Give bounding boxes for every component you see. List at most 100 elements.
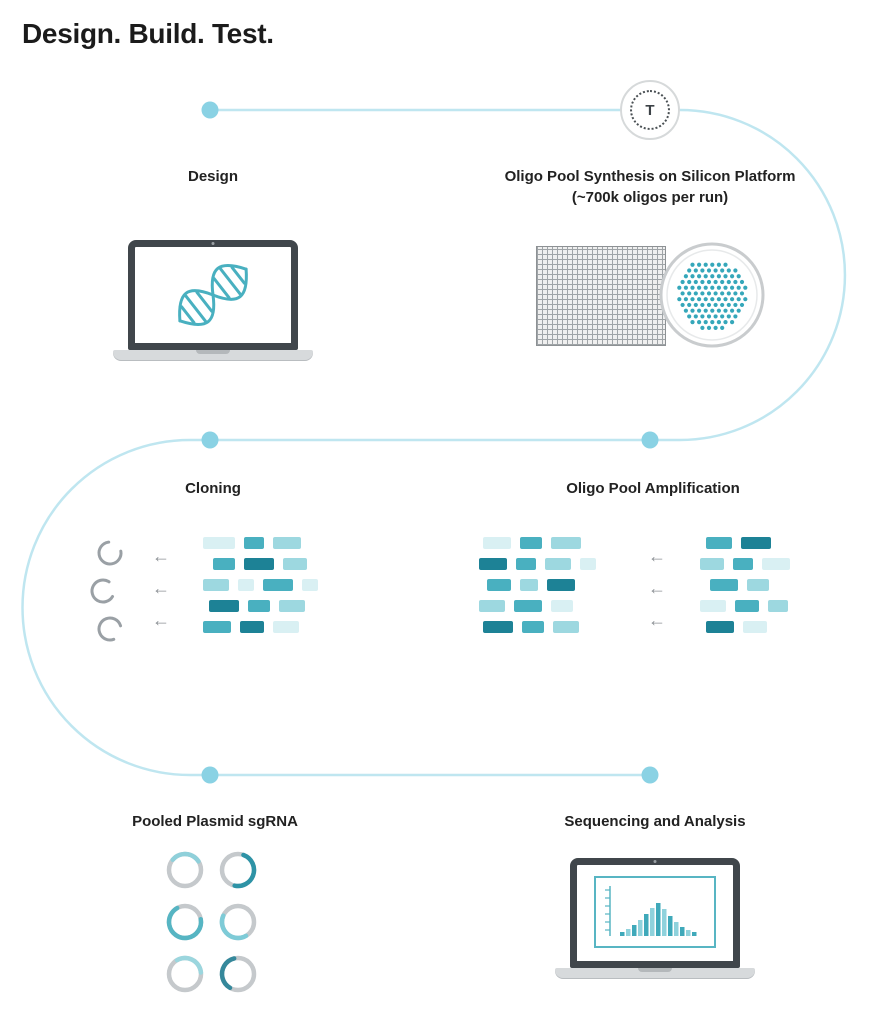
- wafer-magnifier: [659, 242, 765, 348]
- flow-node-dot: [641, 766, 659, 784]
- oligo-bar: [522, 621, 544, 633]
- oligo-bar: [741, 537, 771, 549]
- oligo-bar: [203, 579, 229, 591]
- page-title: Design. Build. Test.: [22, 18, 274, 49]
- left-arrow-icon: ←: [648, 546, 666, 566]
- plasmid-ring-icon: [166, 955, 204, 993]
- oligo-cluster-amplified: [479, 537, 596, 642]
- amplification-arrows: ← ← ←: [648, 547, 666, 629]
- oligo-cluster-cloning: [203, 537, 318, 642]
- open-plasmid-icons: [90, 540, 123, 642]
- sequencing-laptop: [555, 858, 755, 978]
- step-label-sequencing: Sequencing and Analysis: [564, 813, 746, 830]
- silicon-chip: [536, 246, 666, 346]
- plasmid-ring-icon: [219, 851, 257, 889]
- oligo-bar: [487, 579, 511, 591]
- dna-helix-icon: [178, 264, 248, 326]
- left-arrow-icon: ←: [152, 610, 170, 630]
- oligo-bar: [700, 600, 726, 612]
- oligo-bar: [547, 579, 575, 591]
- oligo-bar: [545, 558, 571, 570]
- oligo-bar: [762, 558, 790, 570]
- oligo-bar: [706, 537, 732, 549]
- left-arrow-icon: ←: [648, 610, 666, 630]
- step-label-design: Design: [187, 168, 238, 185]
- oligo-bar: [483, 621, 513, 633]
- oligo-bar: [209, 600, 239, 612]
- oligo-row: [203, 579, 318, 591]
- flow-node-dot: [201, 101, 219, 119]
- oligo-bar: [279, 600, 305, 612]
- oligo-row: [706, 537, 790, 549]
- oligo-bar: [203, 537, 235, 549]
- oligo-bar: [710, 579, 738, 591]
- oligo-bar: [514, 600, 542, 612]
- oligo-row: [213, 558, 318, 570]
- oligo-bar: [283, 558, 307, 570]
- oligo-bar: [244, 537, 264, 549]
- oligo-row: [479, 600, 596, 612]
- oligo-bar: [551, 600, 573, 612]
- oligo-row: [706, 621, 790, 633]
- laptop-base: [555, 968, 755, 978]
- axis-ticks: [605, 889, 610, 931]
- oligo-bar: [551, 537, 581, 549]
- logo-letter: T: [645, 101, 655, 119]
- oligo-bar: [580, 558, 596, 570]
- plasmid-ring-icon: [166, 851, 204, 889]
- left-arrow-icon: ←: [648, 578, 666, 598]
- oligo-bar: [273, 621, 299, 633]
- oligo-bar: [768, 600, 788, 612]
- oligo-bar: [743, 621, 767, 633]
- wafer-dot-array: [677, 262, 748, 331]
- oligo-row: [483, 537, 596, 549]
- cloning-arrows: ← ← ←: [152, 547, 170, 629]
- oligo-row: [700, 558, 790, 570]
- oligo-bar: [483, 537, 511, 549]
- oligo-bar: [706, 621, 734, 633]
- oligo-bar: [516, 558, 536, 570]
- laptop-camera-icon: [211, 242, 215, 245]
- flow-node-dot: [641, 431, 659, 449]
- oligo-bar: [203, 621, 231, 633]
- oligo-bar: [520, 579, 538, 591]
- oligo-row: [479, 558, 596, 570]
- oligo-bar: [248, 600, 270, 612]
- oligo-row: [487, 579, 596, 591]
- laptop-screen: [128, 240, 298, 350]
- logo-dotted-ring-icon: [630, 90, 670, 130]
- oligo-bar: [747, 579, 769, 591]
- laptop-screen: [570, 858, 740, 968]
- oligo-row: [483, 621, 596, 633]
- oligo-row: [209, 600, 318, 612]
- oligo-bar: [302, 579, 318, 591]
- oligo-bar: [273, 537, 301, 549]
- oligo-bar: [244, 558, 274, 570]
- oligo-bar: [479, 600, 505, 612]
- laptop-notch: [638, 968, 672, 972]
- oligo-row: [203, 621, 318, 633]
- design-laptop: [113, 240, 313, 360]
- step-label-plasmid: Pooled Plasmid sgRNA: [132, 813, 298, 830]
- oligo-bar: [733, 558, 753, 570]
- step-label-amplification: Oligo Pool Amplification: [566, 480, 740, 497]
- flow-node-dot: [201, 766, 219, 784]
- plasmid-ring-icon: [166, 903, 204, 941]
- oligo-bar: [735, 600, 759, 612]
- oligo-row: [203, 537, 318, 549]
- flow-path: [21, 108, 847, 777]
- oligo-bar: [520, 537, 542, 549]
- oligo-row: [710, 579, 790, 591]
- oligo-bar: [240, 621, 264, 633]
- oligo-bar: [238, 579, 254, 591]
- laptop-notch: [196, 350, 230, 354]
- oligo-cluster-pool: [700, 537, 790, 642]
- laptop-base: [113, 350, 313, 360]
- step-label-synthesis: Oligo Pool Synthesis on Silicon Platform…: [504, 168, 796, 206]
- histogram-svg: [605, 886, 697, 936]
- flow-node-dot: [201, 431, 219, 449]
- oligo-bar: [553, 621, 579, 633]
- plasmid-grid: [163, 848, 260, 996]
- left-arrow-icon: ←: [152, 546, 170, 566]
